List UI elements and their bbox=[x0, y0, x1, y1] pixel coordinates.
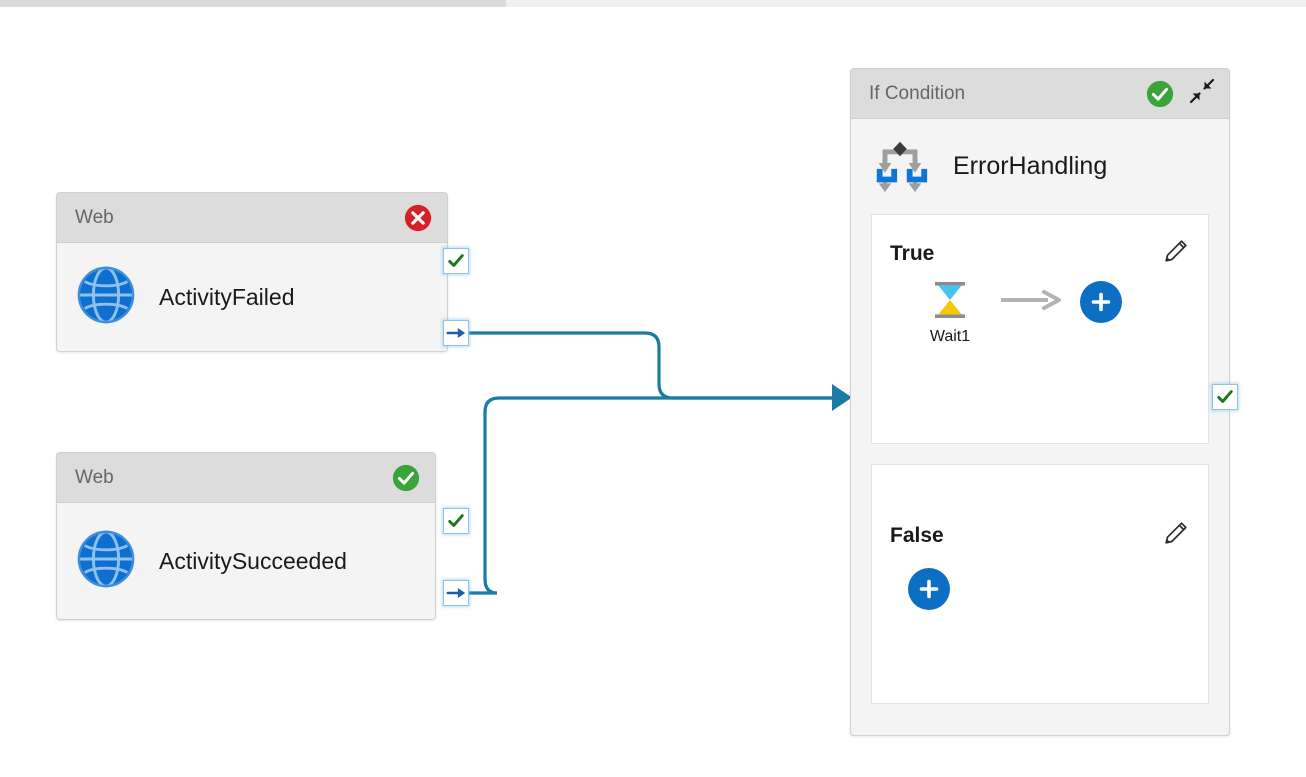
arrow-right-icon bbox=[446, 328, 466, 338]
activity-card-header: Web bbox=[57, 193, 447, 243]
connector-activity-failed bbox=[468, 331, 835, 400]
activity-name-label: ActivityFailed bbox=[159, 283, 295, 310]
flow-arrow-icon bbox=[1000, 289, 1062, 316]
if-condition-name-label: ErrorHandling bbox=[953, 152, 1108, 180]
step-name-label: Wait1 bbox=[929, 328, 971, 345]
branch-false-label: False bbox=[890, 523, 944, 547]
port-success-activity-succeeded[interactable] bbox=[443, 508, 469, 534]
activity-name-label: ActivitySucceeded bbox=[159, 547, 347, 574]
activity-card-body: ActivitySucceeded bbox=[57, 503, 435, 619]
activity-card-activity-succeeded[interactable]: Web bbox=[56, 452, 436, 620]
globe-icon bbox=[75, 528, 137, 595]
collapse-arrows-icon[interactable] bbox=[1187, 76, 1217, 111]
branch-false-header: False bbox=[872, 465, 1208, 552]
if-condition-icon bbox=[869, 133, 931, 200]
check-icon bbox=[448, 514, 464, 527]
add-activity-button-false[interactable] bbox=[908, 568, 950, 610]
branch-true-label: True bbox=[890, 241, 935, 265]
pencil-icon[interactable] bbox=[1162, 237, 1190, 270]
connector-activity-succeeded bbox=[468, 396, 835, 595]
branch-false[interactable]: False bbox=[871, 464, 1209, 704]
plus-icon bbox=[919, 579, 939, 599]
connector-arrowhead bbox=[832, 384, 852, 411]
hourglass-icon bbox=[931, 280, 969, 325]
add-activity-button-true[interactable] bbox=[1080, 281, 1122, 323]
error-circle-icon bbox=[403, 203, 433, 233]
branch-true-header: True bbox=[872, 215, 1208, 270]
activity-card-type-label: Web bbox=[75, 466, 114, 488]
if-condition-header: If Condition bbox=[851, 69, 1229, 119]
activity-card-body: ActivityFailed bbox=[57, 243, 447, 351]
activity-card-activity-failed[interactable]: Web bbox=[56, 192, 448, 352]
if-condition-panel[interactable]: If Condition bbox=[850, 68, 1230, 736]
step-node-wait1[interactable]: Wait1 bbox=[918, 280, 982, 346]
check-icon bbox=[448, 254, 464, 267]
activity-card-header: Web bbox=[57, 453, 435, 503]
success-circle-icon bbox=[1145, 79, 1175, 109]
horizontal-scrollbar-thumb[interactable] bbox=[0, 0, 506, 7]
port-success-activity-failed[interactable] bbox=[443, 248, 469, 274]
horizontal-scrollbar-track[interactable] bbox=[0, 0, 1306, 7]
check-icon bbox=[1217, 390, 1233, 403]
arrow-right-icon bbox=[446, 588, 466, 598]
pencil-icon[interactable] bbox=[1162, 519, 1190, 552]
port-success-if-condition[interactable] bbox=[1212, 384, 1238, 410]
branch-true[interactable]: True bbox=[871, 214, 1209, 444]
port-completion-activity-failed[interactable] bbox=[443, 320, 469, 346]
success-circle-icon bbox=[391, 463, 421, 493]
port-completion-activity-succeeded[interactable] bbox=[443, 580, 469, 606]
if-condition-title-row: ErrorHandling bbox=[851, 119, 1229, 214]
if-condition-type-label: If Condition bbox=[869, 82, 966, 104]
globe-icon bbox=[75, 264, 137, 331]
plus-icon bbox=[1091, 292, 1111, 312]
activity-card-type-label: Web bbox=[75, 206, 114, 228]
branch-true-content: Wait1 bbox=[872, 270, 1208, 346]
